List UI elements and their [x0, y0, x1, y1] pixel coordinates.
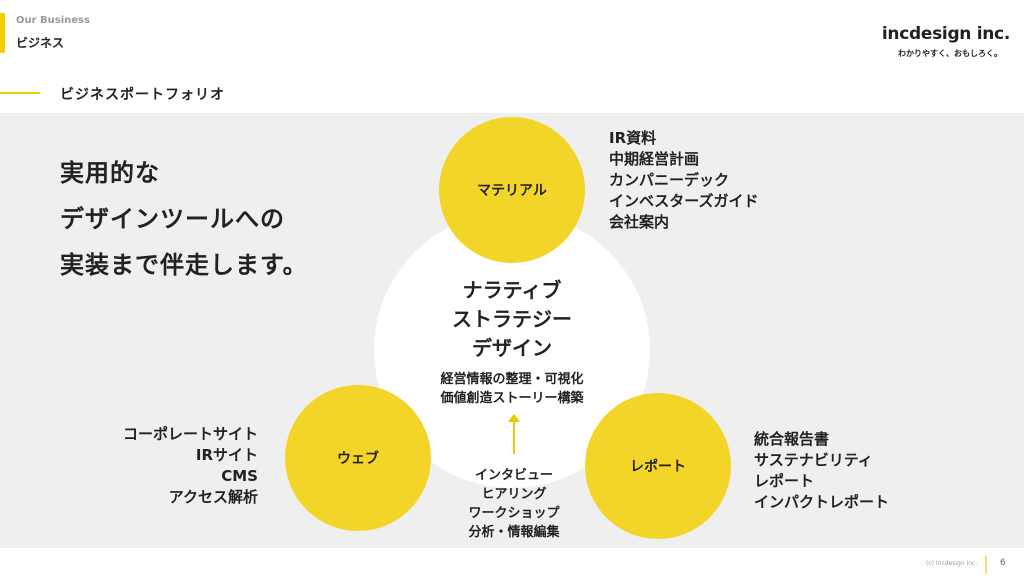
web-label: ウェブ	[337, 451, 379, 467]
page-title: ビジネスポートフォリオ	[60, 87, 225, 103]
list-item: インベスターズガイド	[609, 192, 759, 210]
center-title-line: ストラテジー	[452, 307, 572, 331]
lead-line: 実装まで伴走します。	[60, 251, 308, 279]
lead-line: デザインツールへの	[60, 205, 285, 233]
lead-line: 実用的な	[60, 159, 160, 187]
web-list: コーポレートサイト IRサイト CMS アクセス解析	[123, 424, 258, 508]
web-circle: ウェブ	[285, 385, 431, 531]
title-accent-line	[0, 92, 40, 94]
material-circle: マテリアル	[439, 117, 585, 263]
list-item: カンパニーデック	[609, 171, 730, 189]
list-item: ワークショップ	[468, 506, 560, 521]
arrow-shaft	[513, 418, 515, 454]
company-logo: incdesign inc.	[881, 24, 1010, 44]
list-item: 中期経営計画	[609, 150, 700, 168]
list-item: 分析・情報編集	[468, 525, 560, 540]
center-subtitle: 経営情報の整理・可視化 価値創造ストーリー構築	[400, 370, 624, 408]
center-title-line: デザイン	[472, 336, 552, 360]
center-title-line: ナラティブ	[462, 278, 562, 302]
list-item: サステナビリティ	[754, 451, 873, 469]
list-item: インタビュー	[474, 468, 553, 483]
list-item: 統合報告書	[754, 430, 830, 448]
material-label: マテリアル	[477, 183, 547, 199]
list-item: インパクトレポート	[754, 493, 890, 511]
list-item: レポート	[754, 472, 815, 490]
list-item: ヒアリング	[481, 487, 547, 502]
copyright: (c) Incdesign inc.	[926, 560, 978, 567]
company-tagline: わかりやすく、おもしろく。	[898, 49, 1002, 58]
section-label-en: Our Business	[16, 15, 90, 26]
section-label-jp: ビジネス	[16, 36, 65, 50]
center-title: ナラティブ ストラテジー デザイン	[400, 276, 624, 363]
report-label: レポート	[630, 459, 686, 475]
list-item: CMS	[221, 467, 258, 485]
list-item: コーポレートサイト	[122, 425, 258, 443]
list-item: IRサイト	[195, 446, 258, 464]
report-list: 統合報告書 サステナビリティ レポート インパクトレポート	[754, 429, 889, 513]
process-list: インタビュー ヒアリング ワークショップ 分析・情報編集	[400, 466, 628, 542]
page-number: 6	[1000, 558, 1006, 568]
center-sub-line: 価値創造ストーリー構築	[440, 391, 584, 406]
lead-text: 実用的な デザインツールへの 実装まで伴走します。	[60, 150, 308, 288]
list-item: 会社案内	[609, 213, 670, 231]
center-sub-line: 経営情報の整理・可視化	[440, 372, 584, 387]
footer-divider	[985, 556, 987, 574]
report-circle: レポート	[585, 393, 731, 539]
section-accent-bar	[0, 13, 5, 53]
list-item: IR資料	[609, 129, 657, 147]
material-list: IR資料 中期経営計画 カンパニーデック インベスターズガイド 会社案内	[609, 128, 759, 233]
list-item: アクセス解析	[168, 488, 258, 506]
